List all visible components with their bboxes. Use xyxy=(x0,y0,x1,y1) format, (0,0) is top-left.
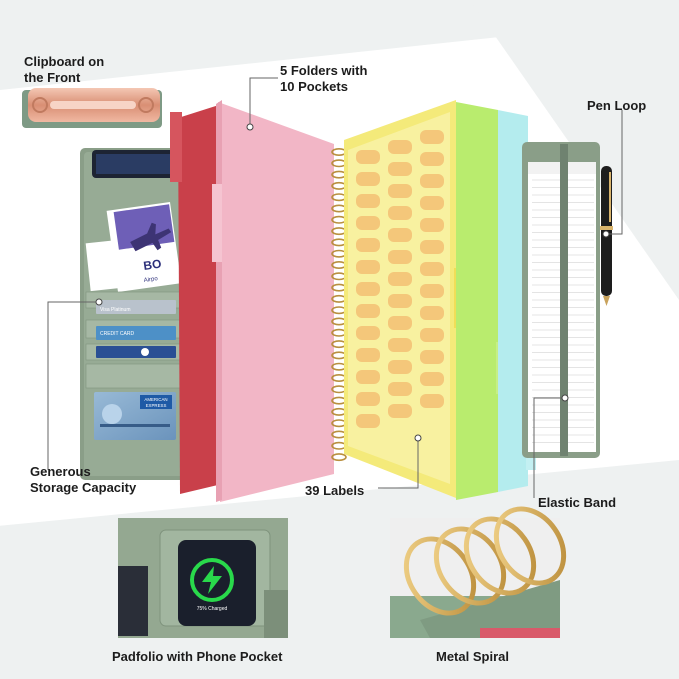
spiral-ring xyxy=(331,204,347,213)
amex-bottom-text: EXPRESS xyxy=(146,403,167,408)
label-sticker xyxy=(420,262,444,276)
callout-lines xyxy=(47,77,623,498)
clipboard-clip xyxy=(22,88,162,128)
spiral-ring xyxy=(331,441,347,450)
label-sticker xyxy=(356,260,380,274)
label-sticker xyxy=(420,328,444,342)
label-sticker xyxy=(420,306,444,320)
caption-phone-pocket: Padfolio with Phone Pocket xyxy=(112,649,283,664)
label-sticker xyxy=(388,162,412,176)
label-sticker xyxy=(356,150,380,164)
label-sticker xyxy=(388,382,412,396)
boarding-pass-text: BO xyxy=(142,257,162,273)
label-sticker xyxy=(356,282,380,296)
folder-red xyxy=(178,104,222,494)
spiral-ring xyxy=(331,328,347,337)
spiral-ring xyxy=(331,238,347,247)
card-1-text: Visa Platinum xyxy=(100,307,130,313)
label-sticker xyxy=(420,394,444,408)
label-sticker xyxy=(388,338,412,352)
spiral-ring xyxy=(331,430,347,439)
label-sticker xyxy=(388,404,412,418)
spiral-ring xyxy=(331,351,347,360)
callout-folders: 5 Folders with 10 Pockets xyxy=(280,63,368,94)
phone-pocket-photo: 75% Charged xyxy=(118,518,288,638)
phone-screen xyxy=(178,540,256,626)
label-sticker xyxy=(420,350,444,364)
elastic-band xyxy=(560,144,568,456)
label-sticker xyxy=(388,272,412,286)
label-sticker xyxy=(356,216,380,230)
spiral-ring xyxy=(331,215,347,224)
label-sticker xyxy=(420,284,444,298)
spiral-ring xyxy=(331,193,347,202)
spiral-ring xyxy=(331,283,347,292)
callout-elastic-band: Elastic Band xyxy=(538,495,617,510)
spiral-ring xyxy=(331,385,347,394)
label-sticker xyxy=(356,172,380,186)
spiral-ring xyxy=(331,260,347,269)
label-sticker xyxy=(356,370,380,384)
spiral-ring xyxy=(331,272,347,281)
label-sticker xyxy=(356,304,380,318)
label-sticker xyxy=(356,326,380,340)
label-sticker xyxy=(388,294,412,308)
label-sticker xyxy=(420,174,444,188)
spiral-ring xyxy=(331,148,347,157)
label-sticker xyxy=(388,140,412,154)
spiral-binding xyxy=(331,148,347,462)
label-sticker xyxy=(356,392,380,406)
phone-charge-text: 75% Charged xyxy=(197,606,228,612)
label-sticker xyxy=(420,240,444,254)
spiral-ring xyxy=(331,453,347,462)
label-sticker xyxy=(388,184,412,198)
callout-pen-loop: Pen Loop xyxy=(587,98,647,113)
label-sticker xyxy=(388,228,412,242)
card-2-text: CREDIT CARD xyxy=(100,331,134,337)
spiral-ring xyxy=(331,170,347,179)
callout-dots xyxy=(95,123,610,442)
boarding-pass-cards: BO Airpo xyxy=(85,201,182,293)
label-sticker xyxy=(420,372,444,386)
spiral-ring xyxy=(331,317,347,326)
spiral-ring xyxy=(331,362,347,371)
spiral-ring xyxy=(331,373,347,382)
callout-storage: Generous Storage Capacity xyxy=(30,464,137,495)
spiral-ring xyxy=(331,419,347,428)
label-stickers xyxy=(356,130,444,428)
label-sticker xyxy=(388,360,412,374)
amex-top-text: AMERICAN xyxy=(144,397,167,402)
caption-metal-spiral: Metal Spiral xyxy=(436,649,509,664)
metal-spiral-photo xyxy=(390,506,567,638)
spiral-ring xyxy=(331,159,347,168)
label-sticker xyxy=(420,196,444,210)
callout-labels: 39 Labels xyxy=(305,483,365,498)
card-pocket-4 xyxy=(85,363,185,389)
folder-green xyxy=(456,102,498,500)
spiral-ring xyxy=(331,249,347,258)
label-sticker xyxy=(388,250,412,264)
label-sticker xyxy=(388,206,412,220)
spiral-ring xyxy=(331,181,347,190)
label-sticker xyxy=(356,194,380,208)
label-sticker xyxy=(388,316,412,330)
spiral-ring xyxy=(331,306,347,315)
label-sticker xyxy=(420,130,444,144)
folder-cyan xyxy=(498,110,528,492)
label-sticker xyxy=(356,414,380,428)
label-sticker xyxy=(420,218,444,232)
label-sticker xyxy=(356,238,380,252)
spiral-ring xyxy=(331,407,347,416)
spiral-ring xyxy=(331,227,347,236)
spiral-ring xyxy=(331,294,347,303)
callout-clipboard: Clipboard on the Front xyxy=(24,54,105,85)
label-sticker xyxy=(420,152,444,166)
boarding-pass-subtext: Airpo xyxy=(143,276,158,284)
spiral-ring xyxy=(331,340,347,349)
label-sticker xyxy=(356,348,380,362)
spiral-ring xyxy=(331,396,347,405)
folder-pink xyxy=(218,102,334,502)
